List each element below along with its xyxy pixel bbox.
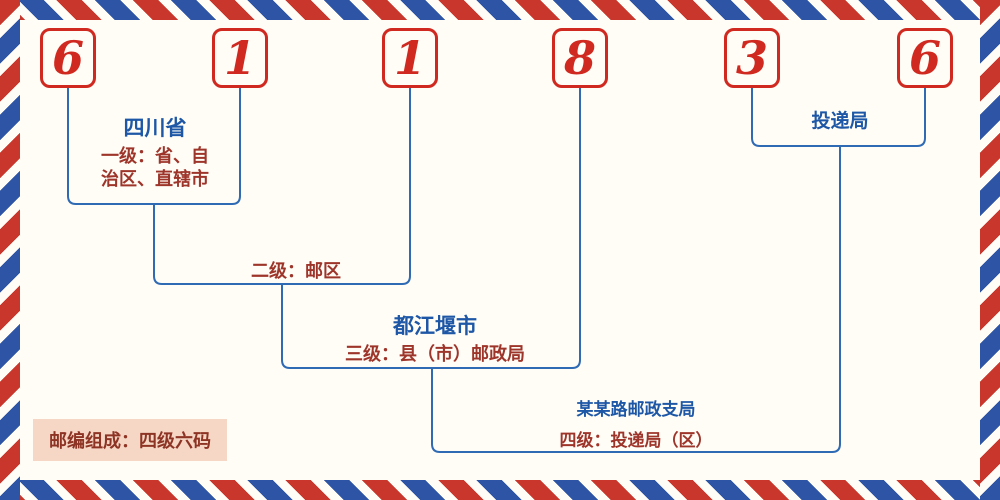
postal-digit-4: 8 [563,31,596,85]
postal-digit-box-6: 6 [897,28,953,88]
airmail-stripe-border-right [980,0,1000,500]
delivery-office-label: 投递局 [811,110,869,132]
postal-digit-box-1: 6 [40,28,96,88]
postal-digit-box-3: 1 [382,28,438,88]
postal-digit-2: 1 [223,31,256,85]
postal-digit-3: 1 [393,31,426,85]
level1-desc-line1: 一级：省、自 [101,146,209,167]
level4-desc: 四级：投递局（区） [559,431,713,451]
airmail-stripe-border-top [0,0,1000,20]
postal-digit-box-4: 8 [552,28,608,88]
composition-note: 邮编组成：四级六码 [33,419,227,461]
level3-region-name: 都江堰市 [393,314,477,338]
postal-digit-box-5: 3 [724,28,780,88]
level3-desc: 三级：县（市）邮政局 [345,344,525,365]
postal-digit-6: 6 [908,31,941,85]
airmail-stripe-border-bottom [0,480,1000,500]
postal-digit-1: 6 [51,31,84,85]
postal-digit-box-2: 1 [212,28,268,88]
level1-desc-line2: 治区、直辖市 [101,169,209,190]
postal-digit-5: 3 [735,31,768,85]
level1-region-name: 四川省 [123,116,187,140]
airmail-stripe-border-left [0,0,20,500]
level4-region-name: 某某路邮政支局 [576,400,696,420]
level2-desc: 二级：邮区 [251,261,341,282]
